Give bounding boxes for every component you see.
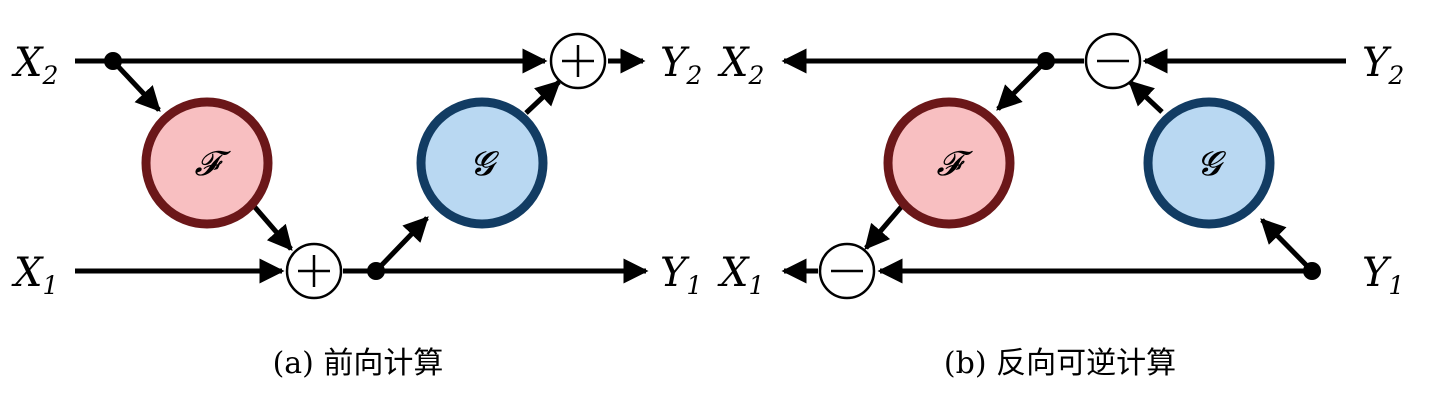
forward-x2-junction-dot	[104, 52, 122, 70]
inverse-y1-to-g-arrow	[1260, 218, 1314, 273]
forward-y1-junction-dot	[367, 262, 385, 280]
forward-bottom-adder	[285, 242, 343, 300]
inverse-to-f-arrow	[996, 59, 1048, 111]
forward-to-g-arrow	[374, 216, 429, 273]
forward-f-to-add-arrow	[251, 203, 293, 251]
inverse-caption: (b) 反向可逆计算	[944, 346, 1176, 381]
inverse-g-circle	[1143, 97, 1275, 229]
forward-top-adder	[549, 32, 607, 90]
forward-input-x1-label: X1	[11, 250, 58, 300]
forward-x2-to-f-arrow	[111, 59, 161, 112]
inverse-g-block: 𝓖	[1143, 97, 1275, 229]
inverse-diagram: 𝓕 𝓖 X2 X1 Y2 Y1 (b) 反向可逆计算	[717, 32, 1404, 381]
forward-g-block: 𝓖	[416, 97, 548, 229]
forward-input-x2-label: X2	[11, 40, 58, 90]
inverse-g-to-sub-arrow	[1128, 80, 1164, 114]
forward-diagram: 𝓕 𝓖 X2 X1 Y2 Y1 (a) 前向计算	[11, 32, 702, 381]
inverse-input-y2-label: Y2	[1362, 40, 1404, 90]
forward-f-circle	[141, 97, 273, 229]
forward-f-block: 𝓕	[141, 97, 273, 229]
inverse-f-to-sub-arrow	[864, 204, 904, 250]
inverse-output-x1-label: X1	[717, 250, 764, 300]
inverse-input-y1-label: Y1	[1362, 250, 1404, 300]
inverse-f-block: 𝓕	[883, 97, 1015, 229]
forward-g-circle	[416, 97, 548, 229]
forward-g-to-add-arrow	[524, 80, 561, 115]
inverse-y1-junction-dot	[1303, 262, 1321, 280]
inverse-x2-junction-dot	[1037, 52, 1055, 70]
forward-output-y2-label: Y2	[660, 40, 702, 90]
inverse-f-circle	[883, 97, 1015, 229]
inverse-bottom-subtractor	[818, 242, 876, 300]
inverse-output-x2-label: X2	[717, 40, 764, 90]
forward-caption: (a) 前向计算	[273, 346, 444, 381]
inverse-top-subtractor	[1084, 32, 1142, 90]
forward-output-y1-label: Y1	[660, 250, 702, 300]
